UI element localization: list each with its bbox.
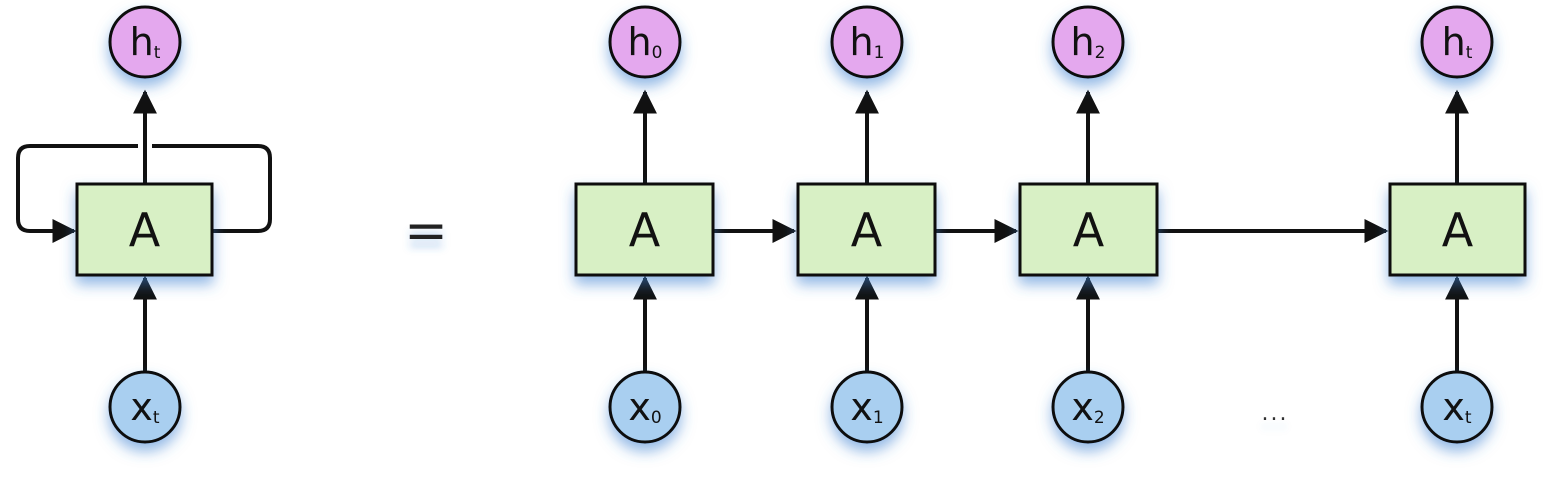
cell-label-2: A [1073,203,1105,257]
output-label-t: ht [1442,20,1473,64]
rolled-output-label: ht [130,20,161,64]
unrolled-chain: A h0 x0 A h1 x1 A h2 x2 [574,5,1527,444]
rolled-cell-label: A [129,203,161,257]
timestep-2: A h2 x2 [1018,5,1159,444]
input-label-1: x1 [850,385,883,429]
rolled-input-label: xt [130,385,160,429]
recurrent-loop-edge [16,144,272,231]
input-node-2 [1051,370,1125,444]
input-node-t [1420,370,1494,444]
input-label-0: x0 [628,385,661,429]
timestep-0: A h0 x0 [574,5,715,444]
timestep-t: A ht xt [1388,5,1527,444]
output-node-0 [608,5,682,79]
cell-box-t [1388,182,1527,277]
cell-label-1: A [851,203,883,257]
cell-label-t: A [1442,203,1474,257]
cell-label-0: A [629,203,661,257]
cell-box-1 [796,182,937,277]
output-label-2: h2 [1071,20,1106,64]
rolled-output-node [108,5,182,79]
cell-box-2 [1018,182,1159,277]
equals-sign: = [404,201,448,261]
input-label-t: xt [1442,385,1472,429]
output-node-2 [1051,5,1125,79]
rolled-rnn: A ht xt [16,5,272,444]
output-label-0: h0 [628,20,663,64]
output-node-1 [830,5,904,79]
rolled-input-node [108,370,182,444]
output-node-t [1420,5,1494,79]
input-label-2: x2 [1071,385,1104,429]
input-node-1 [830,370,904,444]
output-label-1: h1 [850,20,885,64]
ellipsis: ... [1262,401,1289,426]
input-node-0 [608,370,682,444]
cell-box-0 [574,182,715,277]
timestep-1: A h1 x1 [796,5,937,444]
rolled-cell-box [75,182,214,277]
